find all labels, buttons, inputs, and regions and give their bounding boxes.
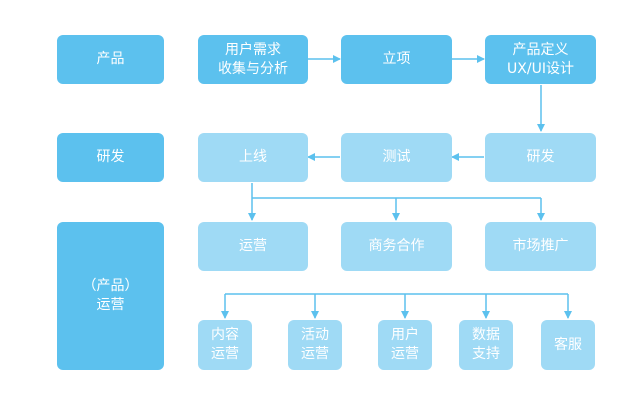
stage-product: 产品	[57, 35, 164, 84]
node-user-needs-line2: 收集与分析	[218, 60, 288, 77]
stage-ops: （产品） 运营	[57, 222, 164, 370]
node-product-definition: 产品定义 UX/UI设计	[485, 35, 596, 84]
node-launch-label: 上线	[239, 149, 267, 165]
node-dev: 研发	[485, 133, 596, 182]
node-user-ops-line2: 运营	[391, 346, 419, 362]
node-project: 立项	[341, 35, 452, 84]
node-activity-ops-line1: 活动	[301, 327, 329, 343]
node-marketing: 市场推广	[485, 222, 596, 271]
stage-product-label: 产品	[96, 51, 125, 67]
node-content-ops-line1: 内容	[211, 327, 239, 343]
node-content-ops-line2: 运营	[211, 346, 239, 362]
node-business-label: 商务合作	[368, 238, 425, 254]
node-dev-label: 研发	[526, 149, 555, 165]
node-data-support-line1: 数据	[472, 327, 500, 343]
node-ops-label: 运营	[239, 238, 267, 254]
node-user-ops: 用户 运营	[378, 320, 432, 370]
node-user-needs-line1: 用户需求	[225, 41, 281, 58]
node-project-label: 立项	[382, 51, 411, 67]
node-customer-service-label: 客服	[554, 336, 582, 353]
node-launch: 上线	[198, 133, 308, 182]
stage-ops-label-line1: （产品）	[82, 278, 139, 294]
node-customer-service: 客服	[541, 320, 595, 370]
node-business: 商务合作	[341, 222, 452, 271]
node-content-ops: 内容 运营	[198, 320, 252, 370]
node-user-ops-line1: 用户	[391, 327, 419, 343]
node-product-definition-line2: UX/UI设计	[507, 60, 574, 77]
node-product-definition-line1: 产品定义	[512, 41, 569, 58]
node-user-needs: 用户需求 收集与分析	[198, 35, 308, 84]
stage-ops-label-line2: 运营	[96, 297, 125, 313]
node-activity-ops: 活动 运营	[288, 320, 342, 370]
node-data-support-line2: 支持	[472, 346, 500, 362]
node-ops: 运营	[198, 222, 308, 271]
node-data-support: 数据 支持	[459, 320, 513, 370]
stage-dev-label: 研发	[96, 149, 125, 165]
node-activity-ops-line2: 运营	[301, 346, 329, 362]
stage-dev: 研发	[57, 133, 164, 182]
node-marketing-label: 市场推广	[512, 238, 569, 254]
node-test: 测试	[341, 133, 452, 182]
node-test-label: 测试	[382, 149, 411, 165]
